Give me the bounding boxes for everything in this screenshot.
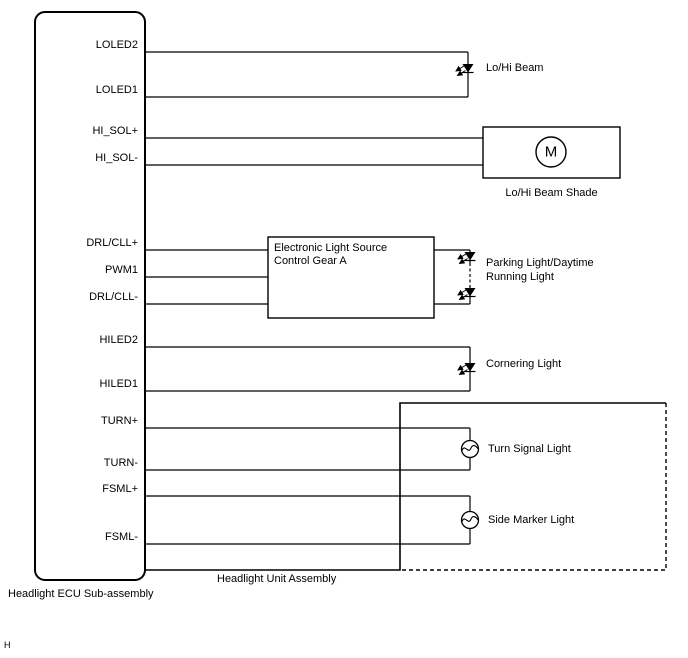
wires xyxy=(145,51,483,545)
led-icon-parking-2 xyxy=(458,288,476,300)
assembly-outline-solid xyxy=(145,402,666,571)
side-marker-light-label: Side Marker Light xyxy=(488,514,575,526)
cornering-light-label: Cornering Light xyxy=(486,358,562,370)
control-gear-label-line1: Electronic Light Source xyxy=(274,242,388,254)
ecu-pin-label: LOLED2 xyxy=(95,39,138,51)
assembly-label: Headlight Unit Assembly xyxy=(217,573,337,585)
ecu-pin-label: TURN+ xyxy=(101,415,138,427)
ecu-pin-label: HILED1 xyxy=(99,378,138,390)
led-icon-parking-1 xyxy=(458,252,476,264)
ecu-pin-label: HI_SOL- xyxy=(95,152,138,164)
led-icon-cornering xyxy=(458,363,476,375)
ecu-pin-label: PWM1 xyxy=(105,264,138,276)
bulb-icon-side-marker xyxy=(460,510,480,530)
page-marker: H xyxy=(4,640,11,650)
led-icon-lo-hi-beam xyxy=(456,64,474,76)
ecu-pin-label: FSML+ xyxy=(102,483,138,495)
ecu-pin-label: HI_SOL+ xyxy=(92,125,138,137)
ecu-pin-label: FSML- xyxy=(105,531,138,543)
lo-hi-beam-shade-label: Lo/Hi Beam Shade xyxy=(505,187,598,199)
ecu-pin-label: DRL/CLL- xyxy=(89,291,138,303)
ecu-pin-label: DRL/CLL+ xyxy=(86,237,138,249)
shade-box xyxy=(482,126,621,179)
ecu-label: Headlight ECU Sub-assembly xyxy=(8,588,154,600)
control-gear-label-line2: Control Gear A xyxy=(274,255,347,267)
turn-signal-light-label: Turn Signal Light xyxy=(488,443,571,455)
parking-light-label-line2: Running Light xyxy=(486,271,554,283)
motor-letter: M xyxy=(544,143,558,161)
bulb-icon-turn-signal xyxy=(460,439,480,459)
ecu-box xyxy=(34,11,146,581)
parking-light-label-line1: Parking Light/Daytime xyxy=(486,257,594,269)
ecu-pin-label: HILED2 xyxy=(99,334,138,346)
assembly-outline-dashed xyxy=(400,403,667,571)
motor-icon xyxy=(535,136,567,168)
ecu-pin-label: TURN- xyxy=(103,457,138,469)
lo-hi-beam-label: Lo/Hi Beam xyxy=(486,62,544,74)
ecu-pin-label: LOLED1 xyxy=(95,84,138,96)
control-gear-box xyxy=(267,236,435,319)
